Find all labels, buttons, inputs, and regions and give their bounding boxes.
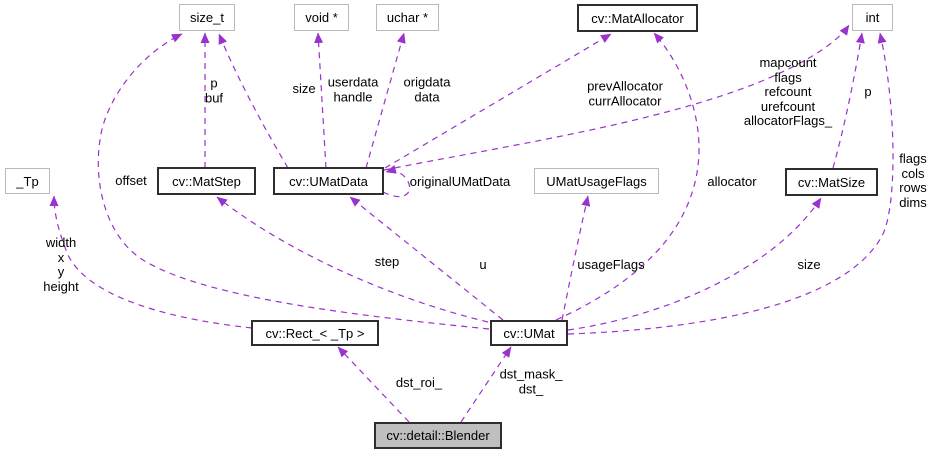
edge-label-dst_roi: dst_roi_: [395, 374, 443, 391]
edge-umatdata-to-sizet-size: [218, 33, 289, 169]
edge-label-line: size: [797, 256, 821, 272]
edge-label-line: allocator: [707, 173, 757, 189]
edge-label-dst_mask_dst: dst_mask_dst_: [499, 366, 563, 397]
class-node-tp: _Tp: [5, 168, 50, 194]
edge-label-step: step: [374, 253, 400, 270]
edge-label-line: height: [43, 278, 79, 294]
edge-label-offset: offset: [115, 172, 147, 189]
class-node-umat_usage_flags: UMatUsageFlags: [534, 168, 659, 194]
edge-label-line: userdata: [327, 74, 379, 90]
edge-rect-to-tp-width: [49, 195, 253, 329]
edge-label-line: step: [374, 253, 400, 269]
edge-umat-to-matsize-size: [567, 197, 822, 331]
edge-label-line: origdata: [403, 74, 451, 90]
edge-label-line: cols: [901, 165, 925, 181]
class-node-umat_data[interactable]: cv::UMatData: [273, 167, 384, 195]
class-node-umat[interactable]: cv::UMat: [490, 320, 568, 346]
edge-label-line: currAllocator: [588, 93, 662, 108]
edge-label-line: dst_: [518, 381, 544, 396]
edge-label-line: x: [57, 249, 65, 265]
edge-label-line: usageFlags: [577, 256, 645, 272]
edge-umat-to-umatusageflags: [561, 195, 591, 321]
class-node-mat_step[interactable]: cv::MatStep: [157, 167, 256, 195]
edge-label-line: rows: [899, 180, 927, 195]
edge-label-line: prevAllocator: [587, 78, 663, 94]
edge-label-line: u: [479, 256, 487, 272]
edge-label-line: refcount: [764, 83, 812, 99]
edge-blender-to-umat-dstmask: [460, 346, 512, 423]
edge-umatdata-self-loop: [382, 165, 411, 198]
edge-label-line: dims: [899, 194, 927, 210]
class-node-mat_size[interactable]: cv::MatSize: [785, 168, 878, 196]
edge-label-line: buf: [204, 90, 224, 105]
edge-label-line: p: [210, 75, 218, 91]
edge-umatdata-to-ucharptr: [365, 32, 406, 169]
edge-label-line: width: [45, 235, 77, 250]
edge-label-usage_flags: usageFlags: [577, 256, 645, 273]
edge-umat-to-sizet-offset: [97, 33, 490, 330]
edge-umat-to-matstep-step: [216, 196, 489, 323]
edge-label-line: allocatorFlags_: [743, 112, 833, 128]
class-node-mat_allocator[interactable]: cv::MatAllocator: [577, 4, 698, 32]
edge-label-size_umat: size: [797, 256, 821, 273]
edge-label-p_matsize: p: [864, 83, 872, 100]
edge-label-size_umatdata: size: [292, 80, 316, 97]
edge-label-line: mapcount: [759, 54, 817, 70]
edge-matsize-to-int-p: [832, 32, 865, 169]
edge-label-line: dst_roi_: [395, 374, 443, 390]
class-node-uchar_ptr: uchar *: [376, 4, 439, 31]
edge-umatdata-to-int: [383, 24, 850, 171]
class-node-rect[interactable]: cv::Rect_< _Tp >: [251, 320, 379, 346]
edge-label-line: data: [414, 89, 440, 104]
edge-label-line: offset: [115, 172, 147, 188]
edge-label-line: originalUMatData: [409, 173, 511, 189]
edge-label-line: flags: [899, 151, 927, 166]
class-node-size_t: size_t: [179, 4, 235, 31]
edge-label-line: size: [292, 80, 316, 96]
edge-umatdata-to-voidptr: [314, 32, 327, 169]
edge-label-allocator: allocator: [707, 173, 757, 190]
class-node-void_ptr: void *: [294, 4, 349, 31]
edge-label-line: y: [57, 264, 65, 279]
edge-label-u: u: [479, 256, 487, 273]
edge-label-original_umat_data: originalUMatData: [409, 173, 511, 190]
edge-umat-to-matallocator: [555, 32, 700, 321]
edge-label-line: dst_mask_: [499, 366, 563, 382]
edge-label-line: urefcount: [760, 98, 816, 114]
edge-label-line: flags: [774, 69, 802, 85]
edge-label-line: p: [864, 83, 872, 99]
class-node-blender: cv::detail::Blender: [374, 422, 502, 449]
class-node-int: int: [852, 4, 893, 31]
edge-label-line: handle: [333, 89, 373, 104]
